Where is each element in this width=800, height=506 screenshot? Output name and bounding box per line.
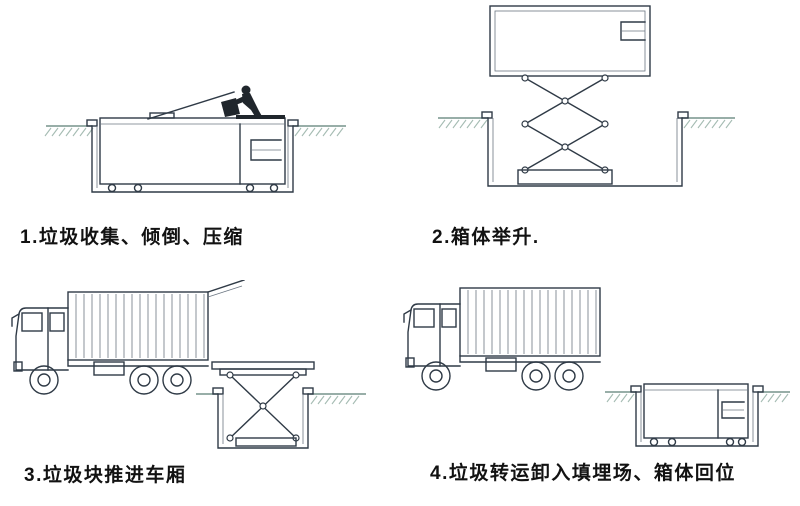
pit-walls [481,111,689,187]
ground-hatching [196,393,366,405]
drawing-transfer-and-return [403,287,790,447]
panel-step-3: 3.垃圾块推进车厢 [0,280,400,506]
pit-walls [212,387,314,449]
drawing-collection-compression [44,85,346,193]
box-truck [11,291,209,395]
scissor-lift [517,74,613,185]
buried-container [99,112,286,193]
caption-step-2: 2.箱体举升. [432,227,540,248]
transfer-platform [211,361,315,376]
container-returned [643,383,749,447]
pit-walls [86,119,299,193]
dump-cart [221,98,240,117]
caption-step-3: 3.垃圾块推进车厢 [24,465,187,486]
panel-step-4: 4.垃圾转运卸入填埋场、箱体回位 [400,280,800,506]
compactor-chamber [620,21,646,41]
open-lid [147,91,285,120]
scissor-lift [226,371,300,447]
ground-hatching [605,391,790,403]
caption-step-4: 4.垃圾转运卸入填埋场、箱体回位 [430,463,736,484]
ground-hatching [44,125,346,137]
caption-step-1: 1.垃圾收集、倾倒、压缩 [20,227,244,248]
box-truck [403,287,601,391]
ground-hatching [438,117,735,129]
lifted-container [489,5,651,77]
panel-step-2: 2.箱体举升. [420,0,800,260]
compactor-chamber [250,139,282,161]
drawing-box-lifting [438,5,735,187]
drawing-push-into-truck [11,280,366,449]
pit-walls [630,385,764,447]
compactor-chamber [721,401,745,419]
open-rear-door [207,280,245,298]
panel-step-1: 1.垃圾收集、倾倒、压缩 [0,0,400,260]
